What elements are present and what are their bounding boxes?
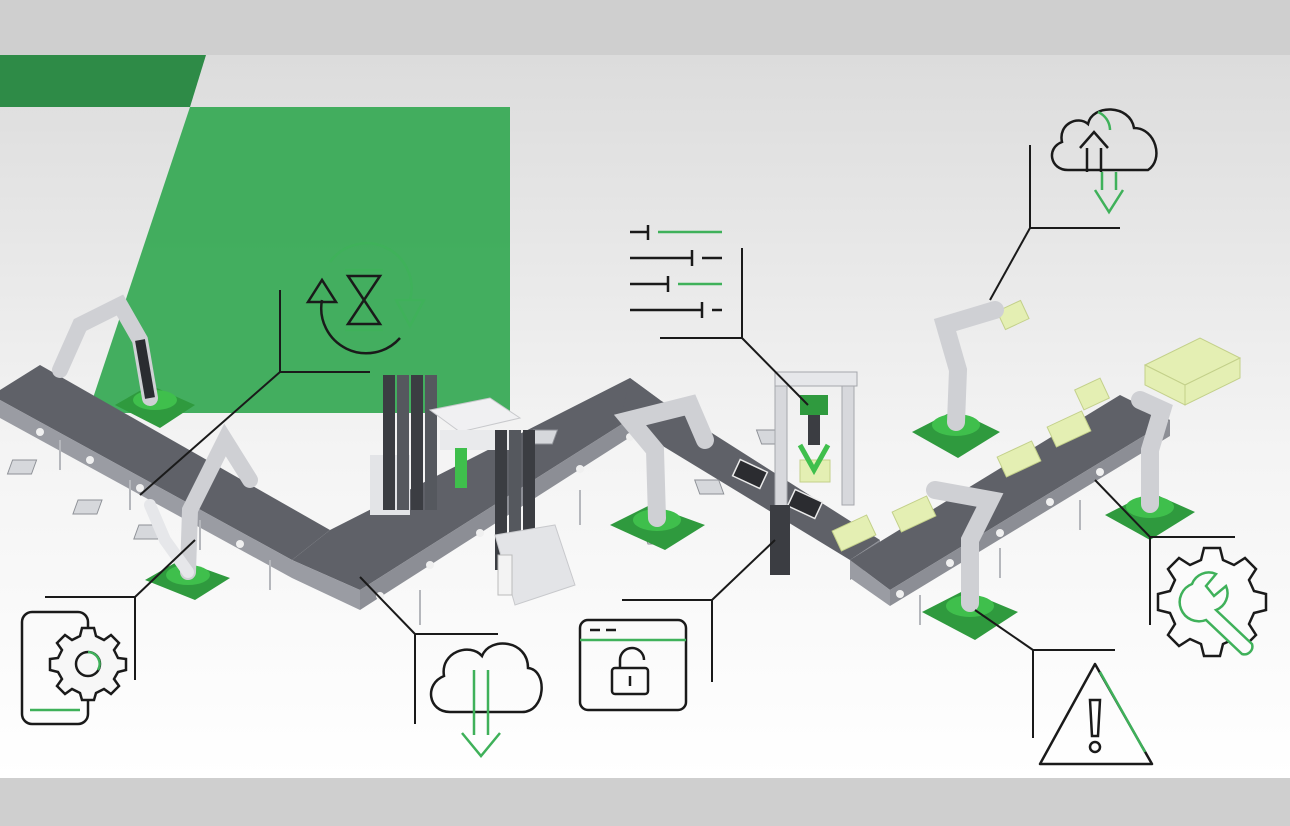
- green-parallelogram: [88, 107, 510, 413]
- browser-unlock-icon: [578, 618, 688, 712]
- callout-lines: [45, 145, 1235, 738]
- cloud-upload-download-icon: [1050, 108, 1158, 215]
- yellow-boxes: [799, 299, 1111, 552]
- green-top-bar: [0, 55, 206, 107]
- packaging-machine: [370, 375, 576, 606]
- sync-hourglass-icon: [305, 241, 427, 355]
- cloud-download-icon: [429, 642, 543, 758]
- robot-arms: [52, 294, 1195, 640]
- gear-wrench-icon: [1156, 546, 1268, 658]
- warning-icon: [1038, 662, 1154, 766]
- mobile-settings-icon: [20, 610, 128, 726]
- gantry-station: [770, 371, 858, 575]
- dark-trays: [731, 458, 824, 520]
- sliders-settings-icon: [630, 225, 722, 318]
- pallet-stack: [1143, 337, 1242, 406]
